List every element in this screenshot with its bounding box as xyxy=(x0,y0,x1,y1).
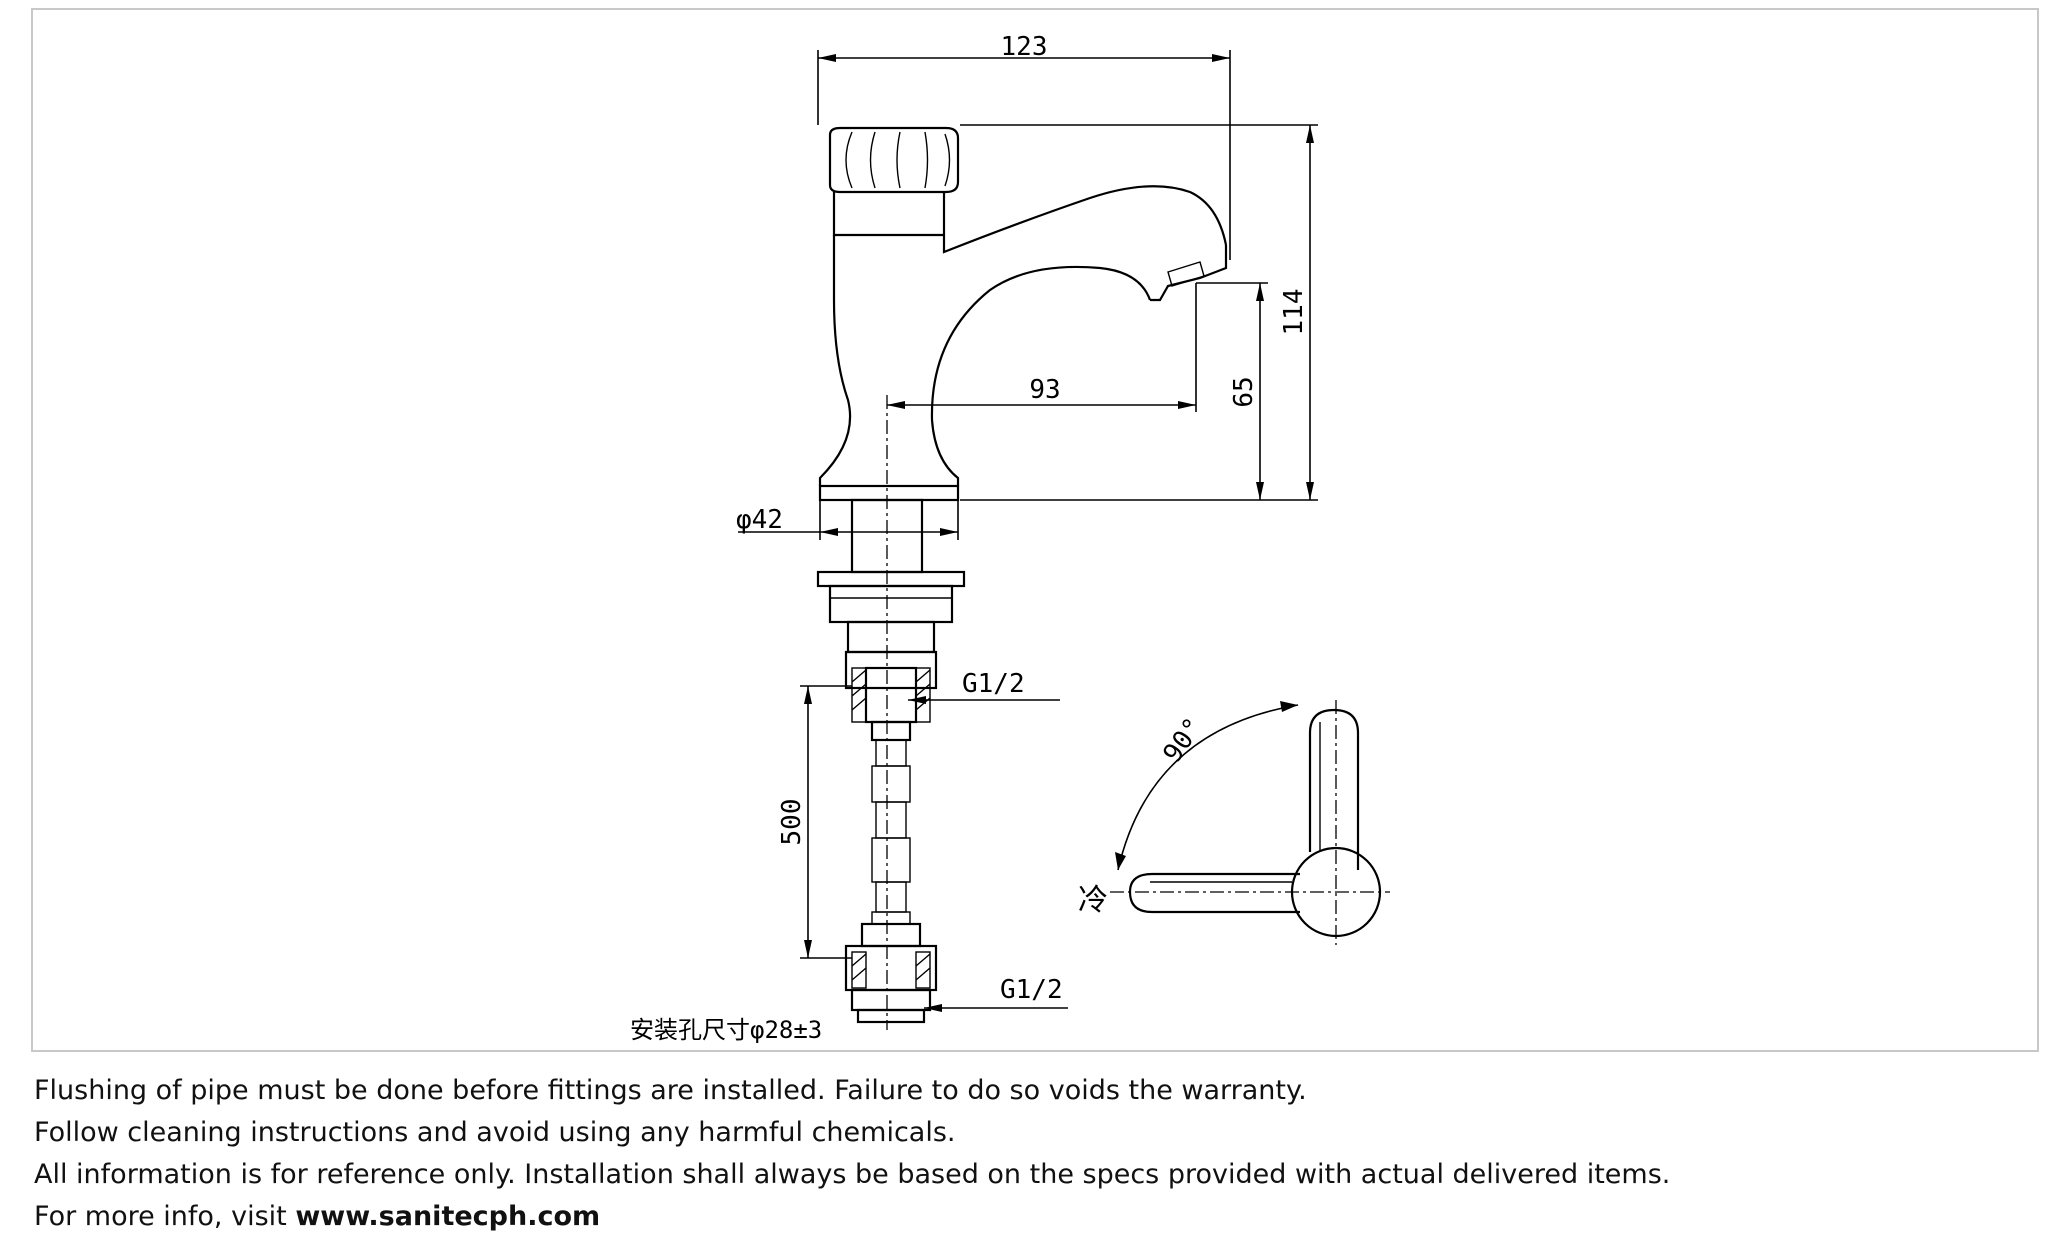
height-label: 114 xyxy=(1279,289,1309,336)
cold-label: 冷 xyxy=(1078,883,1108,918)
mount-hole-label: 安装孔尺寸φ28±3 xyxy=(630,1016,822,1044)
dimension-width: 123 xyxy=(817,32,1231,260)
width-label: 123 xyxy=(1001,32,1048,62)
note-flushing: Flushing of pipe must be done before fit… xyxy=(34,1075,1307,1106)
handle-rotation-detail: 90° 冷 xyxy=(1078,700,1390,945)
hose-length-label: 500 xyxy=(777,799,807,846)
note-cleaning: Follow cleaning instructions and avoid u… xyxy=(34,1117,956,1148)
reach-label: 93 xyxy=(1029,375,1060,405)
website-link[interactable]: www.sanitecph.com xyxy=(295,1201,601,1232)
flex-hose xyxy=(871,739,911,925)
angle-label: 90° xyxy=(1158,713,1210,769)
note-reference: All information is for reference only. I… xyxy=(34,1159,1671,1190)
dimension-height: 114 xyxy=(960,124,1318,501)
thread-bottom-label: G1/2 xyxy=(1000,975,1063,1005)
dimension-spout-height: 65 xyxy=(1196,282,1268,500)
thread-top-label: G1/2 xyxy=(962,669,1025,699)
technical-drawing: 123 114 xyxy=(630,32,1390,1044)
thread-top-callout: G1/2 xyxy=(908,669,1060,704)
dimension-hose-length: 500 xyxy=(777,685,852,959)
note-more-info: For more info, visit www.sanitecph.com xyxy=(34,1196,2014,1238)
spout-height-label: 65 xyxy=(1229,376,1259,407)
bottom-fitting xyxy=(844,922,938,1024)
thread-bottom-callout: G1/2 xyxy=(924,975,1068,1012)
dimension-base-diameter: φ42 xyxy=(736,500,959,540)
mounting-hardware xyxy=(816,570,966,742)
faucet-body xyxy=(818,126,1228,1030)
drawing-frame xyxy=(31,8,2039,1052)
dimension-reach: 93 xyxy=(887,283,1197,412)
note-more-info-prefix: For more info, visit xyxy=(34,1201,296,1232)
base-diameter-label: φ42 xyxy=(736,505,783,535)
notes-section: Flushing of pipe must be done before fit… xyxy=(34,1070,2014,1238)
